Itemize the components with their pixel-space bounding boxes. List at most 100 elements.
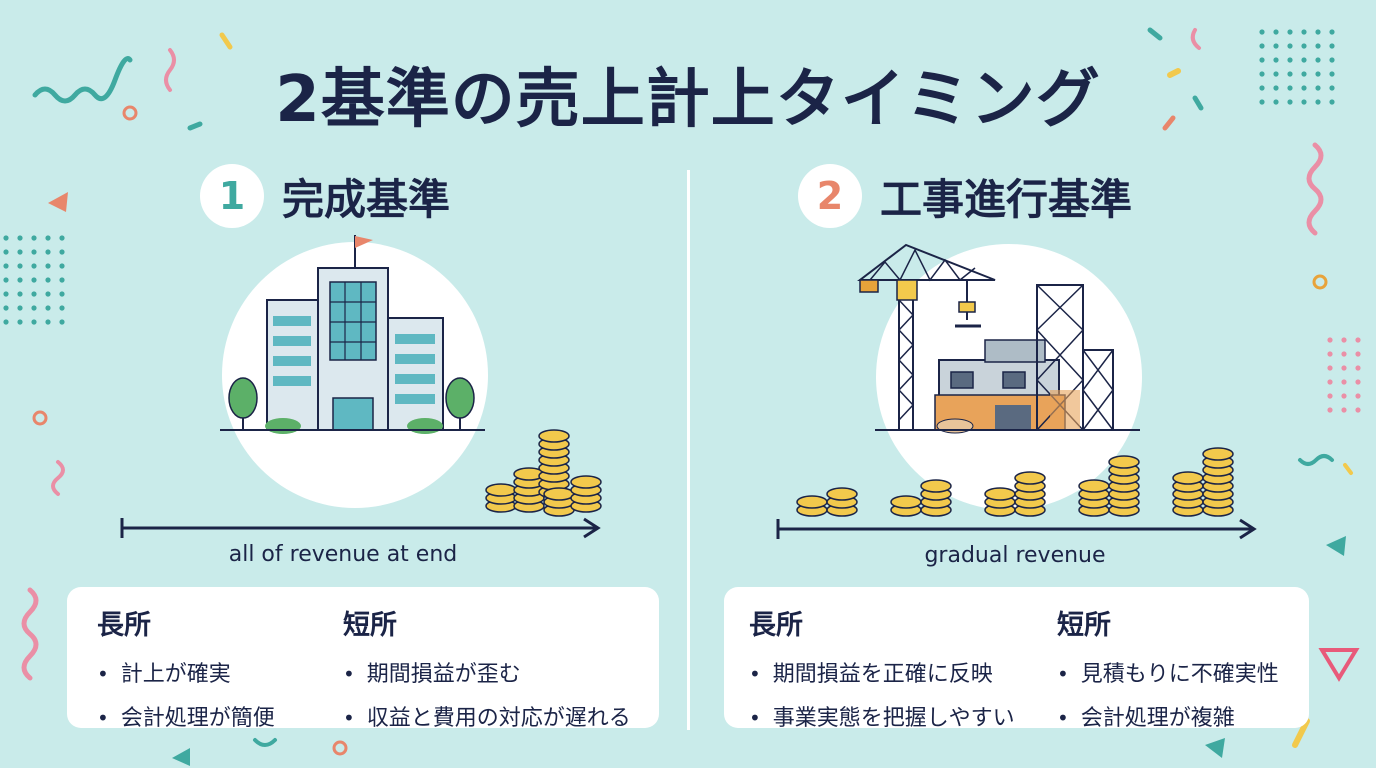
decoration-dot <box>1341 379 1347 385</box>
decoration-dot <box>59 277 65 283</box>
decoration-dot <box>1355 379 1361 385</box>
decoration-dot <box>1273 99 1279 105</box>
list-item: 事業実態を把握しやすい <box>749 700 1015 732</box>
decoration-dot <box>1259 29 1265 35</box>
decoration-dot <box>1287 57 1293 63</box>
decoration-dot <box>1329 85 1335 91</box>
decoration-dot <box>31 277 37 283</box>
coin <box>796 495 828 509</box>
decoration-dot <box>1341 407 1347 413</box>
pros-column: 長所 計上が確実 会計処理が簡便 <box>97 603 275 744</box>
decoration-dot <box>59 319 65 325</box>
decoration-dot <box>17 291 23 297</box>
decoration-dot <box>1355 351 1361 357</box>
decoration-dot <box>1341 393 1347 399</box>
decoration-dot <box>3 249 9 255</box>
decoration-dot <box>1329 43 1335 49</box>
decoration-dot <box>1341 365 1347 371</box>
coin <box>1172 471 1204 485</box>
decoration-dot <box>3 235 9 241</box>
cons-column: 短所 期間損益が歪む 収益と費用の対応が遅れる <box>343 603 631 744</box>
list-item: 期間損益を正確に反映 <box>749 656 1015 688</box>
decoration-dot <box>1341 351 1347 357</box>
coin <box>1108 455 1140 469</box>
decoration-dot <box>1327 407 1333 413</box>
decoration-dot <box>1273 71 1279 77</box>
decoration-dot <box>1259 57 1265 63</box>
decoration-dot <box>3 263 9 269</box>
coin <box>984 487 1016 501</box>
decoration-dot <box>17 249 23 255</box>
axis-label: all of revenue at end <box>228 542 458 567</box>
decoration-dot <box>3 291 9 297</box>
coin-stacks-icon <box>796 447 1234 517</box>
decoration-dot <box>3 319 9 325</box>
cons-column: 短所 見積もりに不確実性 会計処理が複雑 <box>1057 603 1279 744</box>
decoration-dot <box>3 277 9 283</box>
decoration-dot <box>1315 85 1321 91</box>
decoration-dot <box>1259 71 1265 77</box>
list-item: 見積もりに不確実性 <box>1057 656 1279 688</box>
cons-title: 短所 <box>1057 610 1111 641</box>
decoration-dot <box>1329 29 1335 35</box>
decoration-dot <box>1287 99 1293 105</box>
number-badge: 1 <box>200 164 264 228</box>
decoration-dot <box>1315 29 1321 35</box>
axis-label: gradual revenue <box>924 543 1106 568</box>
pros-cons-card: 長所 期間損益を正確に反映 事業実態を把握しやすい 短所 見積もりに不確実性 会… <box>724 587 1309 731</box>
decoration-dot <box>1301 85 1307 91</box>
decoration-dot <box>1329 57 1335 63</box>
decoration-dot <box>45 235 51 241</box>
coin <box>826 487 858 501</box>
decoration-dot <box>1315 99 1321 105</box>
list-item: 収益と費用の対応が遅れる <box>343 700 631 732</box>
decoration-dot <box>1327 365 1333 371</box>
right-heading: 2 工事進行基準 <box>798 164 1132 228</box>
coin <box>543 487 575 501</box>
decoration-dot <box>1287 85 1293 91</box>
decoration-dot <box>1327 379 1333 385</box>
coin <box>570 475 602 489</box>
decoration-dot <box>1329 71 1335 77</box>
decoration-dot <box>1327 337 1333 343</box>
coin-stack-icon <box>485 429 602 517</box>
decoration-dot <box>59 305 65 311</box>
decoration-dot <box>1287 71 1293 77</box>
list-item: 会計処理が複雑 <box>1057 700 1279 732</box>
decoration-dot <box>1327 351 1333 357</box>
decoration-dot <box>31 263 37 269</box>
decoration-dot <box>1287 43 1293 49</box>
decoration-dot <box>1301 99 1307 105</box>
section-title: 工事進行基準 <box>880 174 1133 224</box>
coin <box>890 495 922 509</box>
coin <box>1014 471 1046 485</box>
construction-site-icon <box>857 243 1140 434</box>
page-title: 2基準の売上計上タイミング <box>275 63 1101 137</box>
decoration-dot <box>1355 407 1361 413</box>
decoration-dot <box>31 305 37 311</box>
decoration-dot <box>1327 393 1333 399</box>
timeline-arrow <box>120 517 601 539</box>
decoration-dot <box>1301 43 1307 49</box>
decoration-dot <box>17 235 23 241</box>
decoration-dot <box>1355 393 1361 399</box>
decoration-dot <box>1329 99 1335 105</box>
decoration-dot <box>45 305 51 311</box>
completed-building-icon <box>220 235 485 434</box>
decoration-dot <box>59 291 65 297</box>
decoration-dot <box>31 319 37 325</box>
decoration-dot <box>1301 57 1307 63</box>
decoration-dot <box>59 235 65 241</box>
timeline-arrow <box>776 518 1257 540</box>
left-heading: 1 完成基準 <box>200 164 450 228</box>
decoration-dot <box>45 291 51 297</box>
decoration-dot <box>45 277 51 283</box>
list-item: 計上が確実 <box>97 656 275 688</box>
decoration-dot <box>1315 71 1321 77</box>
decoration-dot <box>1315 57 1321 63</box>
coin <box>1078 479 1110 493</box>
coin <box>485 483 517 497</box>
decoration-dot <box>17 263 23 269</box>
coin <box>1202 447 1234 461</box>
